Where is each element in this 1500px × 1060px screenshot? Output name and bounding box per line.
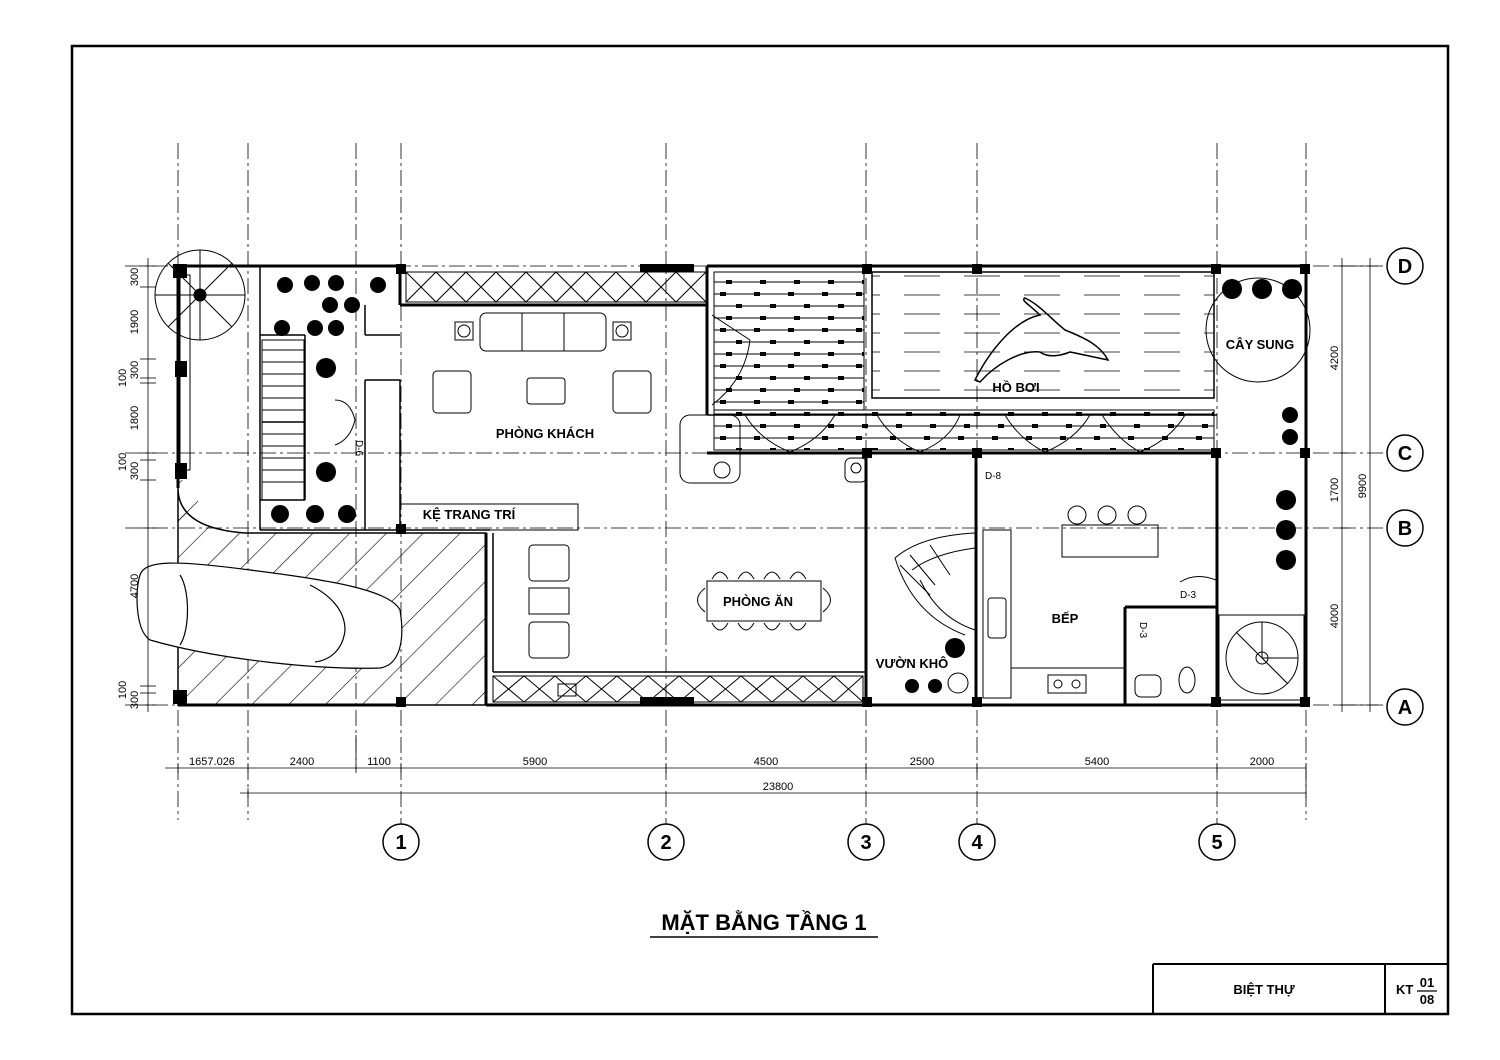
dim-right-1: 4200 xyxy=(1329,346,1341,370)
title-block-project: BIỆT THỰ xyxy=(1233,982,1295,997)
dim-bottom-6: 2500 xyxy=(910,756,934,768)
dim-left-7: 300 xyxy=(129,462,141,480)
room-label-display-shelf: KỆ TRANG TRÍ xyxy=(423,507,516,522)
grid-lines xyxy=(125,143,1395,835)
curved-stair xyxy=(894,532,976,636)
dim-bottom-1: 1657.026 xyxy=(189,756,235,768)
room-label-pool: HỒ BƠI xyxy=(992,380,1039,395)
car-icon xyxy=(136,562,403,669)
door-tag-d6: D-6 xyxy=(353,440,364,457)
dim-bottom-2: 2400 xyxy=(290,756,314,768)
dim-bottom-5: 4500 xyxy=(754,756,778,768)
dim-left-6: 100 xyxy=(117,453,129,471)
room-label-kitchen: BẾP xyxy=(1052,611,1079,626)
room-label-living: PHÒNG KHÁCH xyxy=(496,426,594,441)
title-block-sheet-number: 01 xyxy=(1420,975,1434,990)
grid-bubble-5: 5 xyxy=(1211,832,1222,854)
bottom-dimension-line xyxy=(165,735,1307,798)
grid-bubble-c: C xyxy=(1398,443,1412,465)
living-room-furniture xyxy=(432,312,652,414)
dim-right-2: 1700 xyxy=(1329,478,1341,502)
window-strip-north xyxy=(405,271,707,303)
door-tag-d3-wc: D-3 xyxy=(1137,622,1148,639)
dim-left-5: 1800 xyxy=(129,406,141,430)
deck-area xyxy=(713,271,865,411)
spiral-stair-icon xyxy=(154,249,246,341)
grid-bubble-1: 1 xyxy=(395,832,406,854)
dim-right-3: 4000 xyxy=(1329,604,1341,628)
dim-left-9: 100 xyxy=(117,681,129,699)
title-block-prefix: KT xyxy=(1396,982,1413,997)
tree-canopy xyxy=(1205,277,1311,383)
dim-bottom-3: 1100 xyxy=(367,756,391,768)
grid-bubble-2: 2 xyxy=(660,832,671,854)
door-tag-d3: D-3 xyxy=(1180,590,1197,601)
grid-bubble-b: B xyxy=(1398,518,1412,540)
dim-bottom-7: 5400 xyxy=(1085,756,1109,768)
dim-left-8: 4700 xyxy=(129,574,141,598)
dim-bottom-4: 5900 xyxy=(523,756,547,768)
dim-left-3: 300 xyxy=(129,361,141,379)
grid-bubble-d: D xyxy=(1398,256,1412,278)
grid-bubble-4: 4 xyxy=(971,832,983,854)
dolphin-icon xyxy=(973,297,1110,383)
dim-left-1: 300 xyxy=(129,268,141,286)
entrance-stairs xyxy=(261,339,305,501)
dining-furniture xyxy=(528,544,831,659)
dim-left-4: 100 xyxy=(117,369,129,387)
window-strip-south xyxy=(492,675,864,703)
kitchen-fixtures xyxy=(982,505,1217,699)
dim-left-2: 1900 xyxy=(129,310,141,334)
dim-bottom-8: 2000 xyxy=(1250,756,1274,768)
spiral-stair-icon xyxy=(1218,614,1305,701)
shrub-plants xyxy=(271,275,1302,693)
title-block-sheet-total: 08 xyxy=(1420,992,1434,1007)
room-label-dining: PHÒNG ĂN xyxy=(723,594,793,609)
display-shelf xyxy=(399,503,579,531)
door-tag-d8: D-8 xyxy=(985,471,1002,482)
dim-left-10: 300 xyxy=(129,691,141,709)
dim-bottom-total: 23800 xyxy=(763,781,794,793)
title-block xyxy=(1152,963,1448,1014)
dim-right-total: 9900 xyxy=(1357,474,1369,498)
drawing-frame xyxy=(70,44,1450,1016)
room-label-tree: CÂY SUNG xyxy=(1226,337,1294,352)
room-label-dry-garden: VƯỜN KHÔ xyxy=(876,656,948,671)
swimming-pool xyxy=(871,271,1215,399)
grid-bubble-a: A xyxy=(1398,697,1412,719)
grid-bubble-3: 3 xyxy=(860,832,871,854)
exterior-walls xyxy=(176,264,1308,707)
drawing-title: MẶT BẰNG TẦNG 1 xyxy=(661,910,866,935)
